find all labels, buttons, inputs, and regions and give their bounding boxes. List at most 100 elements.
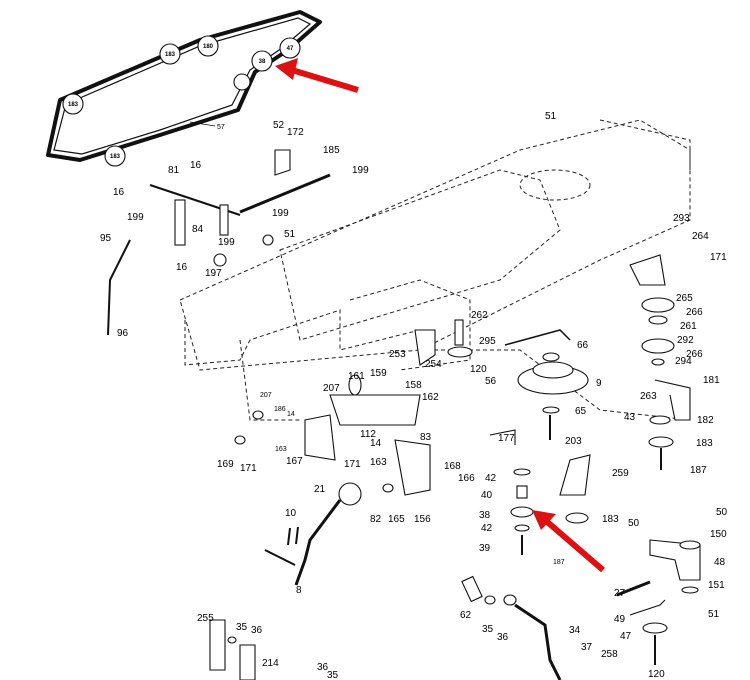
callout-arrow-pulley: [532, 510, 605, 573]
label-9: 9: [596, 378, 602, 389]
pulley-38: 38: [251, 50, 273, 72]
label-255: 255: [197, 613, 214, 624]
label-151: 151: [708, 580, 725, 591]
label-48: 48: [714, 557, 726, 568]
label-182: 182: [697, 415, 714, 426]
label-171: 171: [710, 252, 727, 263]
label-95: 95: [100, 233, 112, 244]
label-262: 262: [471, 310, 488, 321]
svg-text:183: 183: [165, 52, 176, 58]
svg-text:180: 180: [203, 44, 214, 50]
label-14: 14: [287, 411, 295, 418]
label-169: 169: [217, 459, 234, 470]
svg-text:183: 183: [68, 102, 79, 108]
label-259: 259: [612, 468, 629, 479]
label-177: 177: [498, 433, 515, 444]
pulley-idler: [233, 73, 251, 91]
label-199: 199: [218, 237, 235, 248]
label-254: 254: [425, 359, 442, 370]
svg-text:47: 47: [287, 46, 294, 52]
center-pulley-stack: [489, 429, 534, 555]
label-156: 156: [414, 514, 431, 525]
label-40: 40: [481, 490, 493, 501]
label-186: 186: [274, 406, 286, 413]
label-49: 49: [614, 614, 626, 625]
pulley-183-left: 183: [62, 93, 84, 115]
label-159: 159: [370, 368, 387, 379]
label-62: 62: [460, 610, 472, 621]
label-197: 197: [205, 268, 222, 279]
label-36: 36: [317, 662, 329, 673]
mower-frame: [179, 119, 691, 421]
label-14: 14: [370, 438, 382, 449]
label-36: 36: [251, 625, 263, 636]
label-42: 42: [485, 473, 497, 484]
label-52: 52: [273, 120, 285, 131]
label-203: 203: [565, 436, 582, 447]
label-295: 295: [479, 336, 496, 347]
bracket-259: [559, 454, 591, 524]
label-199: 199: [352, 165, 369, 176]
label-162: 162: [422, 392, 439, 403]
label-171: 171: [240, 463, 257, 474]
label-43: 43: [624, 412, 636, 423]
belt-routing-inset: 183 180 47 38 183 183 57: [46, 10, 359, 167]
bottom-linkage: [209, 575, 562, 680]
label-168: 168: [444, 461, 461, 472]
label-37: 37: [581, 642, 593, 653]
label-292: 292: [677, 335, 694, 346]
label-150: 150: [710, 529, 727, 540]
label-172: 172: [287, 127, 304, 138]
label-167: 167: [286, 456, 303, 467]
svg-text:38: 38: [259, 59, 266, 65]
label-266: 266: [686, 349, 703, 360]
idler-arm-assembly: [648, 379, 691, 470]
label-183: 183: [696, 438, 713, 449]
label-266: 266: [686, 307, 703, 318]
label-27: 27: [614, 588, 626, 599]
label-81: 81: [168, 165, 180, 176]
label-42: 42: [481, 523, 493, 534]
label-65: 65: [575, 406, 587, 417]
label-50: 50: [628, 518, 640, 529]
label-187: 187: [690, 465, 707, 476]
label-21: 21: [314, 484, 326, 495]
main-drive-pulley: [517, 352, 589, 440]
label-16: 16: [190, 160, 202, 171]
label-171: 171: [344, 459, 361, 470]
label-35: 35: [236, 622, 248, 633]
label-16: 16: [176, 262, 188, 273]
label-263: 263: [640, 391, 657, 402]
pulley-47: 47: [279, 37, 301, 59]
pulley-183-top: 183: [159, 43, 181, 65]
drive-belt: [46, 10, 322, 162]
label-161: 161: [348, 371, 365, 382]
label-39: 39: [479, 543, 491, 554]
label-56: 56: [485, 376, 497, 387]
label-207: 207: [260, 392, 272, 399]
label-183: 183: [602, 514, 619, 525]
label-258: 258: [601, 649, 618, 660]
label-199: 199: [272, 208, 289, 219]
label-38: 38: [479, 510, 491, 521]
label-293: 293: [673, 213, 690, 224]
label-66: 66: [577, 340, 589, 351]
label-83: 83: [420, 432, 432, 443]
label-163: 163: [275, 446, 287, 453]
svg-text:183: 183: [110, 154, 121, 160]
pulley-180: 180: [197, 35, 219, 57]
label-253: 253: [389, 349, 406, 360]
center-linkage-parts: [234, 319, 571, 586]
label-265: 265: [676, 293, 693, 304]
label-112: 112: [360, 429, 376, 440]
callout-arrow-belt: [275, 58, 359, 93]
label-35: 35: [482, 624, 494, 635]
label-207: 207: [323, 383, 340, 394]
lift-linkage: [107, 149, 331, 336]
label-34: 34: [569, 625, 581, 636]
label-120: 120: [648, 669, 665, 680]
label-214: 214: [262, 658, 279, 669]
idler-pulley-stack: [629, 254, 675, 366]
label-181: 181: [703, 375, 720, 386]
label-35: 35: [327, 670, 339, 680]
